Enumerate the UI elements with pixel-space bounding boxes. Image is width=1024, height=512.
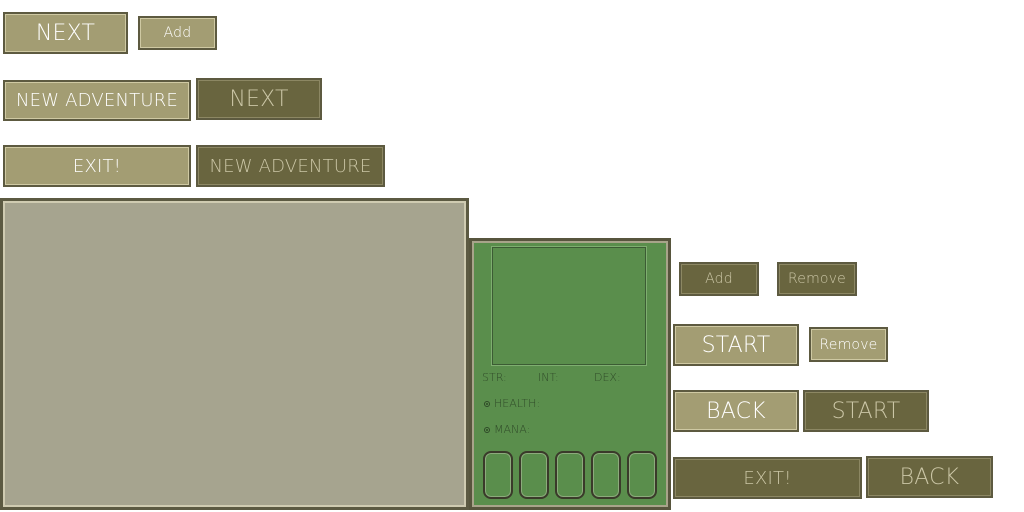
health-label: HEALTH: — [494, 397, 541, 410]
new-adventure-button-disabled[interactable]: NEW ADVENTURE — [196, 145, 385, 187]
adventure-log-panel — [0, 198, 469, 510]
next-button-disabled[interactable]: NEXT — [196, 78, 322, 120]
mana-bullet-icon — [484, 427, 490, 433]
stat-dex-label: DEX: — [594, 371, 621, 384]
remove-button-disabled[interactable]: Remove — [777, 262, 857, 296]
health-bullet-icon — [484, 401, 490, 407]
exit-button[interactable]: EXIT! — [3, 145, 191, 187]
new-adventure-button[interactable]: NEW ADVENTURE — [3, 80, 191, 121]
stat-int-label: INT: — [538, 371, 559, 384]
add-button[interactable]: Add — [138, 16, 217, 50]
character-portrait — [492, 247, 646, 365]
health-row: HEALTH: — [484, 397, 540, 410]
mana-label: MANA: — [494, 423, 531, 436]
inventory-slot[interactable] — [555, 451, 585, 499]
character-panel: STR: INT: DEX: HEALTH: MANA: — [469, 238, 671, 510]
next-button[interactable]: NEXT — [3, 12, 128, 54]
stat-str-label: STR: — [482, 371, 507, 384]
remove-button[interactable]: Remove — [809, 327, 888, 362]
inventory-slot[interactable] — [483, 451, 513, 499]
inventory-slot[interactable] — [627, 451, 657, 499]
back-button-disabled[interactable]: BACK — [866, 456, 993, 498]
add-button-disabled[interactable]: Add — [679, 262, 759, 296]
inventory-slot[interactable] — [519, 451, 549, 499]
exit-button-disabled[interactable]: EXIT! — [673, 457, 862, 499]
inventory-slot[interactable] — [591, 451, 621, 499]
mana-row: MANA: — [484, 423, 530, 436]
start-button[interactable]: START — [673, 324, 799, 366]
back-button[interactable]: BACK — [673, 390, 799, 432]
start-button-disabled[interactable]: START — [803, 390, 929, 432]
